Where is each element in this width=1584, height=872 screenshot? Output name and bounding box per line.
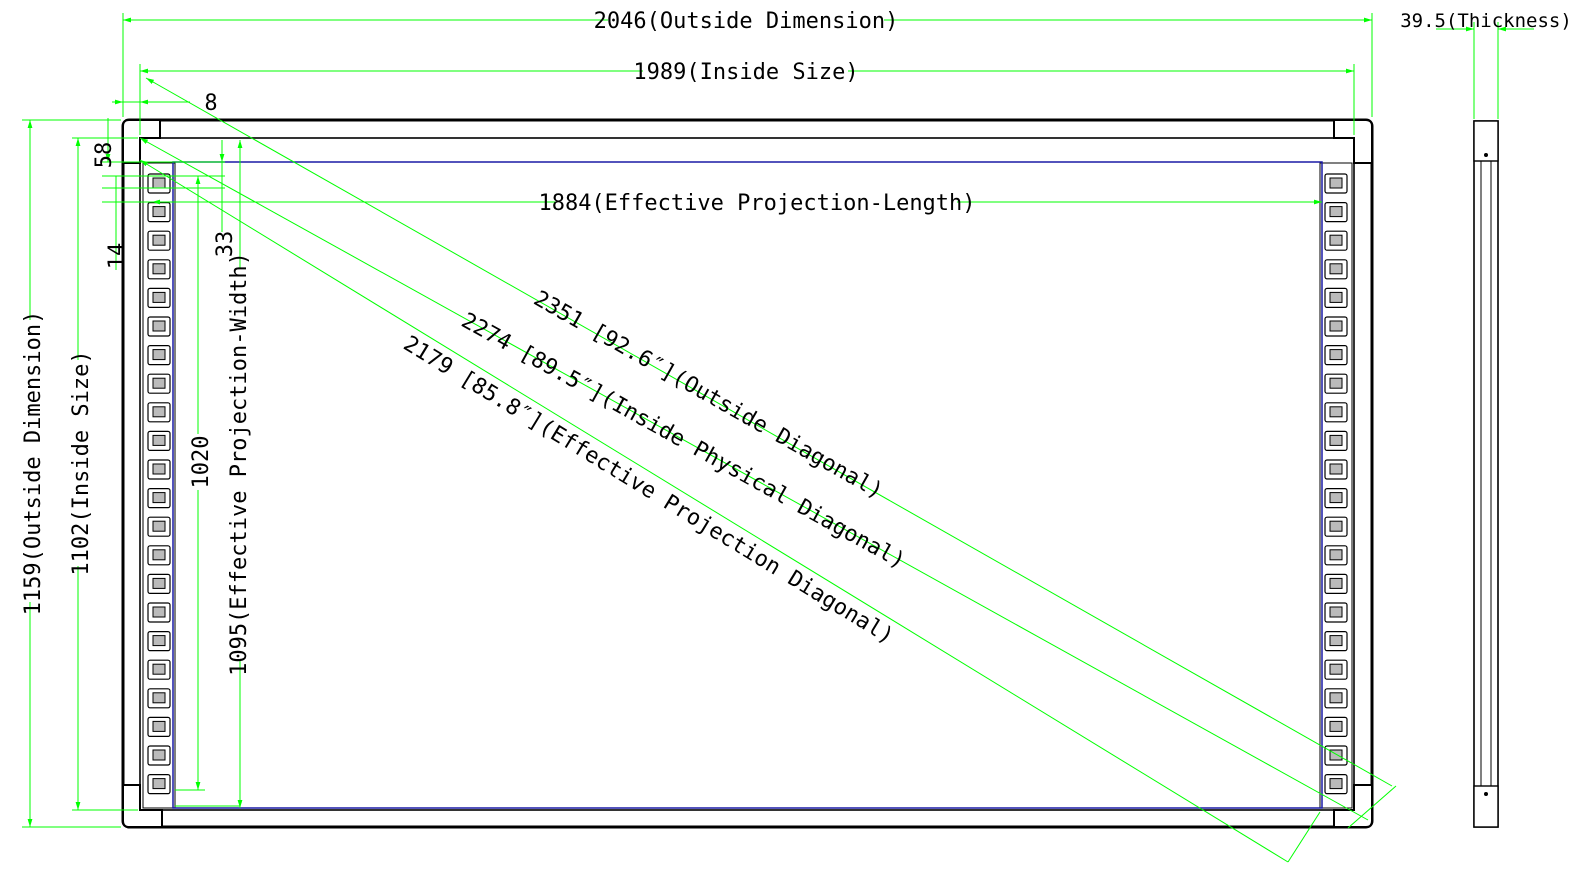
dimension-lines bbox=[22, 13, 1397, 863]
left-next-page-icon bbox=[147, 345, 171, 366]
thickness-label: 39.5(Thickness) bbox=[1400, 10, 1572, 32]
left-pen-icon bbox=[147, 545, 171, 566]
right-computer-icon bbox=[1324, 173, 1348, 194]
right-save-icon bbox=[1324, 402, 1348, 423]
height-1020-label: 1020 bbox=[189, 436, 214, 489]
gap-33-label: 33 bbox=[213, 231, 238, 258]
right-pen-icon bbox=[1324, 516, 1348, 537]
right-zoom-in-icon bbox=[1324, 287, 1348, 308]
left-zoom-out-icon bbox=[147, 316, 171, 337]
right-pen-icon bbox=[1324, 573, 1348, 595]
left-clear-icon bbox=[147, 716, 171, 738]
right-prev-page-icon bbox=[1324, 373, 1348, 394]
right-eraser-icon bbox=[1324, 630, 1348, 652]
right-mouse-icon bbox=[1324, 488, 1348, 509]
right-media-icon bbox=[1324, 688, 1348, 709]
left-lock-icon bbox=[147, 745, 171, 766]
left-pen-icon bbox=[147, 516, 171, 537]
outside-height-label: 1159(Outside Dimension) bbox=[21, 311, 46, 616]
left-keyboard-icon bbox=[147, 230, 171, 251]
right-keyboard-icon bbox=[1324, 259, 1348, 280]
right-menu-icon bbox=[1324, 773, 1348, 795]
left-save-icon bbox=[147, 402, 171, 423]
inside-width-label: 1989(Inside Size) bbox=[633, 60, 858, 85]
right-media-icon bbox=[1324, 659, 1348, 680]
right-clear-icon bbox=[1324, 716, 1348, 738]
left-media-icon bbox=[147, 688, 171, 709]
left-pen-icon bbox=[147, 573, 171, 595]
left-mouse-icon bbox=[147, 488, 171, 509]
right-print-icon bbox=[1324, 430, 1348, 451]
left-button-column bbox=[147, 173, 171, 795]
gap-14-label: 14 bbox=[105, 243, 130, 270]
left-media-icon bbox=[147, 659, 171, 680]
left-keyboard-icon bbox=[147, 259, 171, 280]
right-line-icon bbox=[1324, 602, 1348, 623]
right-window-icon bbox=[1324, 202, 1348, 223]
right-lock-icon bbox=[1324, 745, 1348, 766]
left-menu-icon bbox=[147, 773, 171, 795]
right-keyboard-icon bbox=[1324, 230, 1348, 251]
right-next-page-icon bbox=[1324, 345, 1348, 366]
side-profile-view bbox=[1436, 22, 1534, 828]
right-zoom-out-icon bbox=[1324, 316, 1348, 337]
left-print-icon bbox=[147, 430, 171, 451]
effective-length-label: 1884(Effective Projection-Length) bbox=[538, 191, 975, 216]
right-button-column bbox=[1324, 173, 1348, 795]
left-eraser-icon bbox=[147, 630, 171, 652]
inside-height-label: 1102(Inside Size) bbox=[69, 350, 94, 575]
right-screen-icon bbox=[1324, 459, 1348, 480]
left-zoom-in-icon bbox=[147, 287, 171, 308]
right-pen-icon bbox=[1324, 545, 1348, 566]
left-screen-icon bbox=[147, 459, 171, 480]
gap-8-label: 8 bbox=[204, 91, 217, 116]
effective-width-label: 1095(Effective Projection-Width) bbox=[227, 252, 252, 676]
gap-58-label: 58 bbox=[92, 142, 117, 169]
outside-width-label: 2046(Outside Dimension) bbox=[594, 9, 899, 34]
left-prev-page-icon bbox=[147, 373, 171, 394]
left-window-icon bbox=[147, 202, 171, 223]
effective-projection-area bbox=[172, 161, 1323, 809]
left-line-icon bbox=[147, 602, 171, 623]
